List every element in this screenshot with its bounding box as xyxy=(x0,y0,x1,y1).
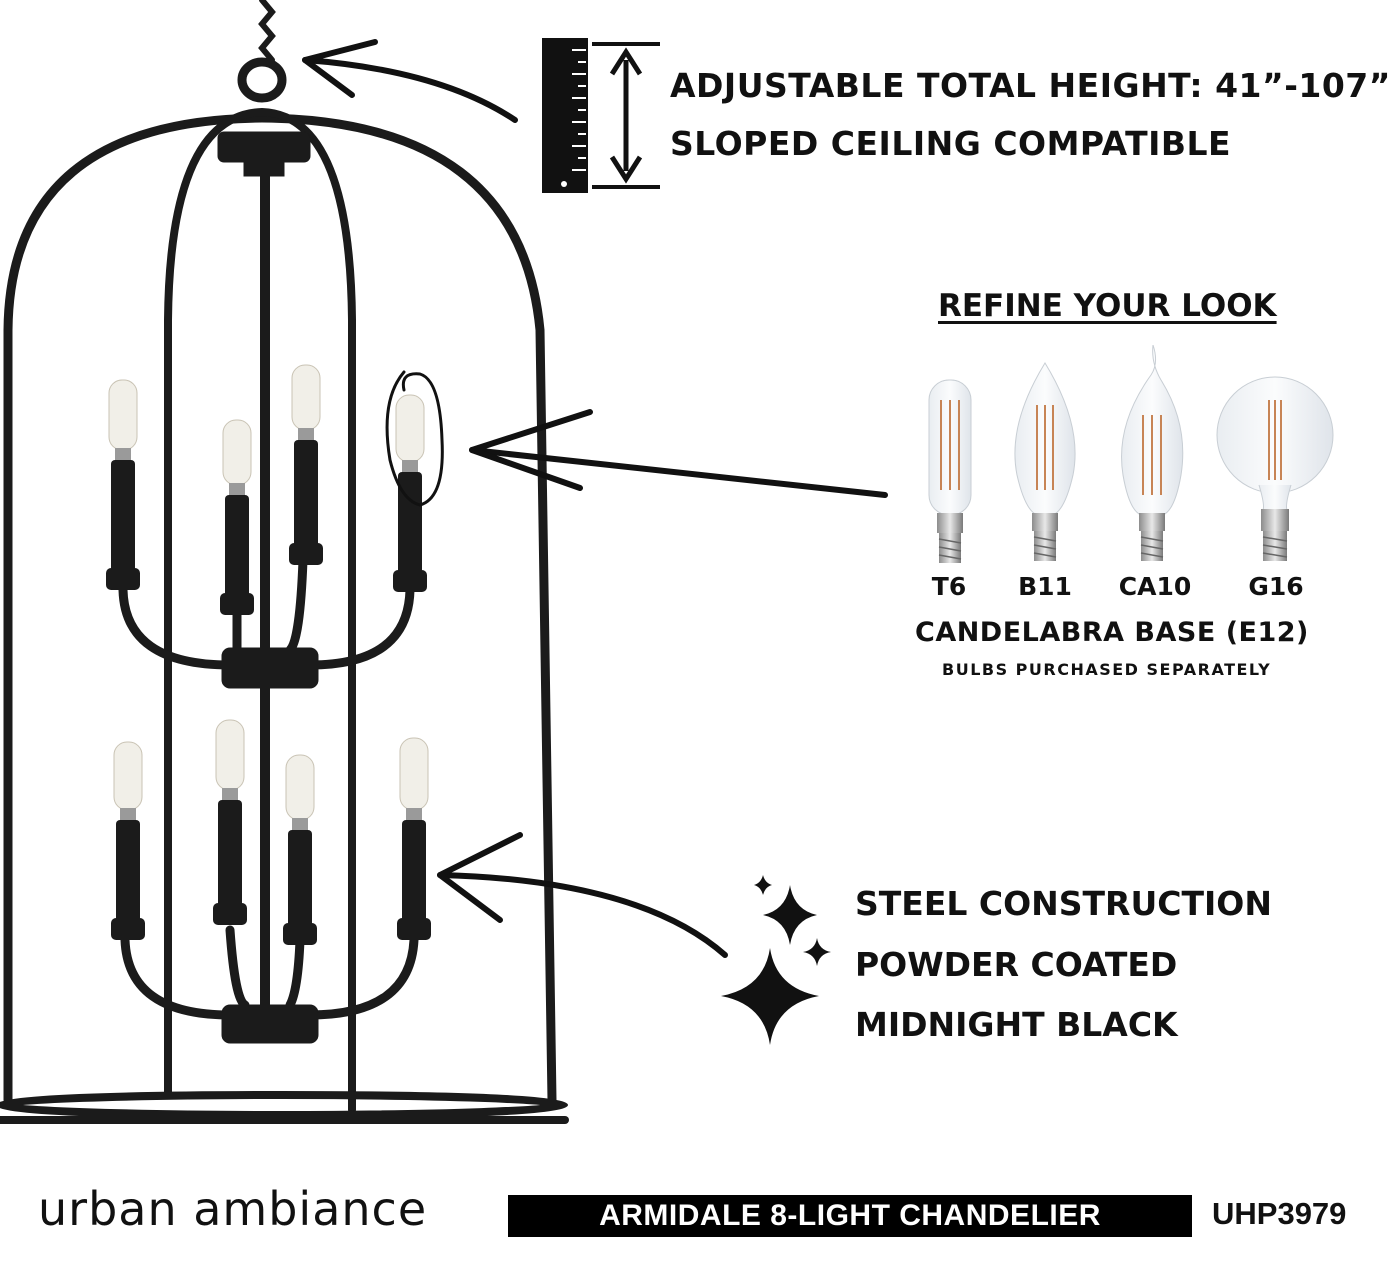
candle-bulb xyxy=(215,719,245,791)
bulb-label-g16: G16 xyxy=(1248,572,1304,601)
bulb-g16-icon xyxy=(1216,376,1334,561)
candle-cup xyxy=(397,918,431,940)
candle-socket xyxy=(115,448,131,460)
candelabra-base-text: CANDELABRA BASE (E12) xyxy=(915,617,1309,648)
product-name: ARMIDALE 8-LIGHT CHANDELIER xyxy=(599,1199,1101,1232)
candle-bulb xyxy=(291,364,321,431)
candle-sleeve xyxy=(225,495,249,597)
ruler-icon xyxy=(542,38,660,193)
candle-sleeve xyxy=(218,800,242,907)
candle-socket xyxy=(222,788,238,800)
candle-socket xyxy=(298,428,314,440)
bulb-ca10-icon xyxy=(1121,345,1184,561)
candle-socket xyxy=(402,460,418,472)
chandelier-illustration xyxy=(0,0,569,1124)
candle-socket xyxy=(292,818,308,830)
feature-midnight-black: MIDNIGHT BLACK xyxy=(855,1005,1178,1044)
sparkle-icon xyxy=(721,875,831,1045)
bulb-options-illustration xyxy=(928,345,1334,563)
bulb-label-ca10: CA10 xyxy=(1118,572,1192,601)
candle-cup xyxy=(283,923,317,945)
candle-sleeve xyxy=(294,440,318,547)
product-sku: UHP3979 xyxy=(1212,1196,1347,1231)
brand-logo: urban ambiance xyxy=(38,1182,428,1236)
candle-bulb xyxy=(399,737,429,811)
bulbs-separate-note: BULBS PURCHASED SEPARATELY xyxy=(942,660,1272,679)
candle-sleeve xyxy=(111,460,135,572)
feature-steel: STEEL CONSTRUCTION xyxy=(855,884,1272,923)
product-name-bar: ARMIDALE 8-LIGHT CHANDELIER xyxy=(508,1195,1192,1237)
candle-cup xyxy=(220,593,254,615)
candle-socket xyxy=(120,808,136,820)
candle-bulb xyxy=(113,741,143,811)
candle-socket xyxy=(229,483,245,495)
candle-cup xyxy=(289,543,323,565)
bulb-label-b11: B11 xyxy=(1018,572,1072,601)
candle-bulb xyxy=(222,419,252,486)
candle-socket xyxy=(406,808,422,820)
refine-look-heading: REFINE YOUR LOOK xyxy=(938,288,1277,324)
height-arrow-icon xyxy=(609,47,643,184)
sloped-ceiling-text: SLOPED CEILING COMPATIBLE xyxy=(670,124,1232,163)
candle-bulb xyxy=(395,394,425,463)
bulb-t6-icon xyxy=(928,379,972,563)
candle-sleeve xyxy=(402,820,426,922)
candle-cup xyxy=(106,568,140,590)
candle-sleeve xyxy=(116,820,140,922)
candle-sleeve xyxy=(288,830,312,927)
candle-cup xyxy=(111,918,145,940)
candle-cup xyxy=(393,570,427,592)
height-range-text: ADJUSTABLE TOTAL HEIGHT: 41”-107” xyxy=(670,66,1391,105)
candle-sleeve xyxy=(398,472,422,574)
candle-bulb xyxy=(108,379,138,451)
bulb-b11-icon xyxy=(1014,362,1076,561)
candle-bulb xyxy=(285,754,315,821)
feature-powder-coated: POWDER COATED xyxy=(855,945,1178,984)
bulb-label-t6: T6 xyxy=(931,572,967,601)
candle-cup xyxy=(213,903,247,925)
